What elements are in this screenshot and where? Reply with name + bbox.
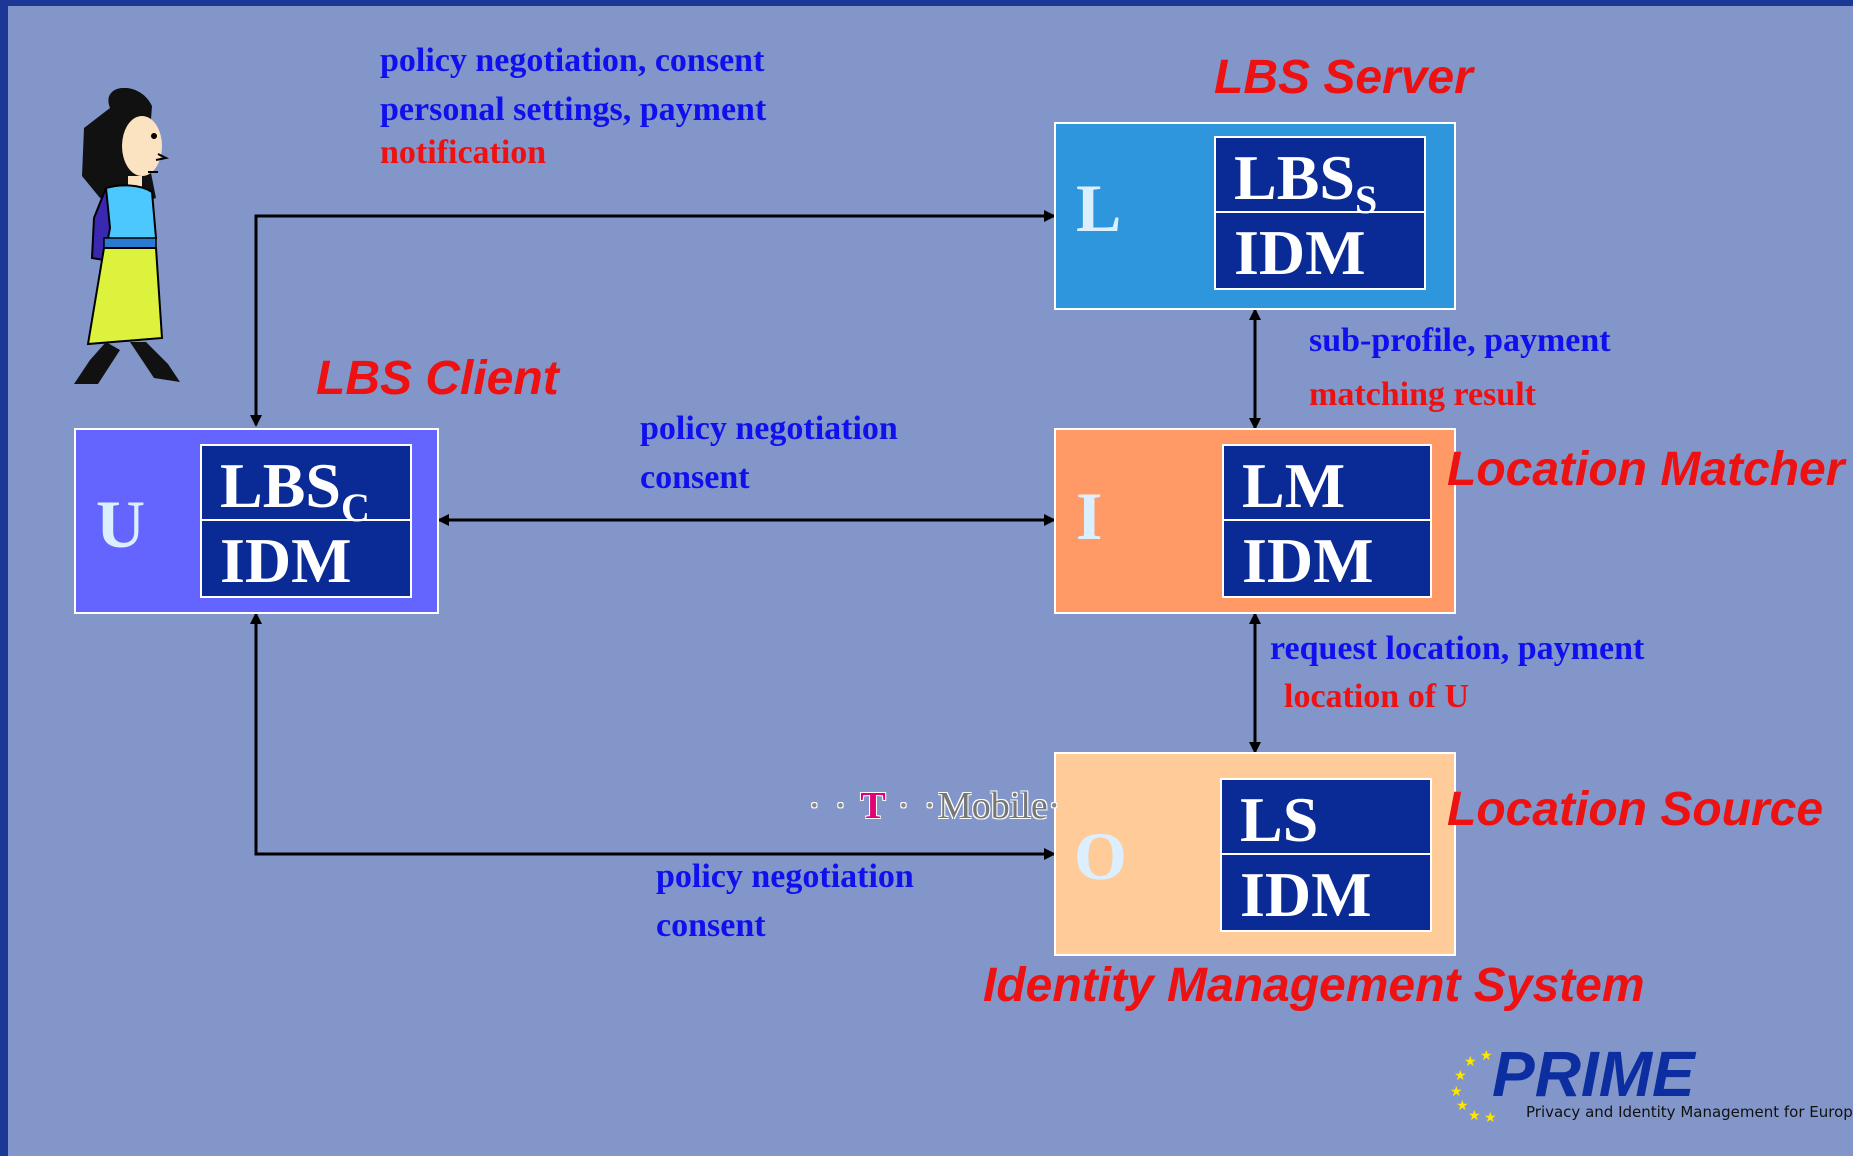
t-mobile-dots-right: · (1047, 785, 1063, 827)
svg-text:★: ★ (1484, 1110, 1497, 1126)
svg-text:★: ★ (1464, 1054, 1477, 1070)
letter-i: I (1076, 478, 1103, 554)
title-lbs-server: LBS Server (1214, 51, 1473, 104)
label-user-server-line2: personal settings, payment (380, 91, 767, 128)
component-stack-source: LS IDM (1220, 778, 1432, 932)
t-mobile-dots-mid: · · (885, 785, 938, 827)
label-client-source-line1: policy negotiation (656, 858, 914, 895)
title-location-matcher: Location Matcher (1447, 443, 1845, 496)
svg-text:★: ★ (1480, 1048, 1493, 1064)
t-mobile-logo: · · T · ·Mobile· (808, 784, 1062, 828)
prime-logo-subtitle: Privacy and Identity Management for Euro… (1526, 1103, 1853, 1121)
component-idm-server: IDM (1234, 217, 1366, 288)
t-mobile-word: Mobile (937, 785, 1048, 827)
svg-text:★: ★ (1468, 1108, 1481, 1124)
component-lbs-c: LBSC (202, 446, 410, 528)
label-client-source-line2: consent (656, 907, 766, 944)
component-lbs-c-main: LBS (220, 450, 341, 521)
label-user-server-line1: policy negotiation, consent (380, 42, 765, 79)
title-lbs-client: LBS Client (316, 352, 559, 405)
box-location-matcher: I LM IDM (1054, 428, 1456, 614)
label-matcher-source-request: request location, payment (1270, 630, 1645, 667)
box-lbs-client: U LBSC IDM (74, 428, 439, 614)
label-matcher-source-response: location of U (1284, 678, 1470, 715)
t-mobile-t: T (860, 785, 886, 827)
label-server-matcher-response: matching result (1309, 376, 1536, 413)
label-user-server-response: notification (380, 134, 547, 171)
label-client-matcher-line1: policy negotiation (640, 410, 898, 447)
component-idm-matcher: IDM (1242, 525, 1374, 596)
t-mobile-dots-left: · · (808, 785, 861, 827)
component-lbs-s-sub: S (1354, 177, 1378, 222)
label-client-matcher-line2: consent (640, 459, 750, 496)
component-lbs-c-sub: C (340, 485, 370, 530)
svg-text:★: ★ (1450, 1084, 1463, 1100)
component-lm: LM (1224, 446, 1430, 521)
box-lbs-server: L LBSS IDM (1054, 122, 1456, 310)
prime-logo-word: PRIME (1492, 1038, 1695, 1110)
component-idm-client: IDM (220, 525, 352, 596)
user-figure-icon (74, 88, 180, 384)
label-server-matcher-request: sub-profile, payment (1309, 322, 1611, 359)
arrow-client-server (250, 210, 1056, 427)
component-stack-matcher: LM IDM (1222, 444, 1432, 598)
eu-stars-icon: ★ ★ ★ ★ ★ ★ ★ (1450, 1048, 1497, 1126)
component-idm-source: IDM (1240, 859, 1372, 930)
svg-text:★: ★ (1456, 1098, 1469, 1114)
arrow-client-source (250, 612, 1056, 860)
letter-u: U (96, 486, 146, 562)
box-location-source: O LS IDM (1054, 752, 1456, 956)
letter-o: O (1074, 818, 1127, 894)
component-stack-client: LBSC IDM (200, 444, 412, 598)
component-lbs-s-main: LBS (1234, 142, 1355, 213)
title-identity-management-system: Identity Management System (983, 959, 1645, 1012)
component-ls: LS (1222, 780, 1430, 855)
letter-l: L (1076, 170, 1122, 246)
svg-text:★: ★ (1454, 1068, 1467, 1084)
component-lbs-s: LBSS (1216, 138, 1424, 220)
title-location-source: Location Source (1447, 783, 1824, 836)
component-stack-server: LBSS IDM (1214, 136, 1426, 290)
